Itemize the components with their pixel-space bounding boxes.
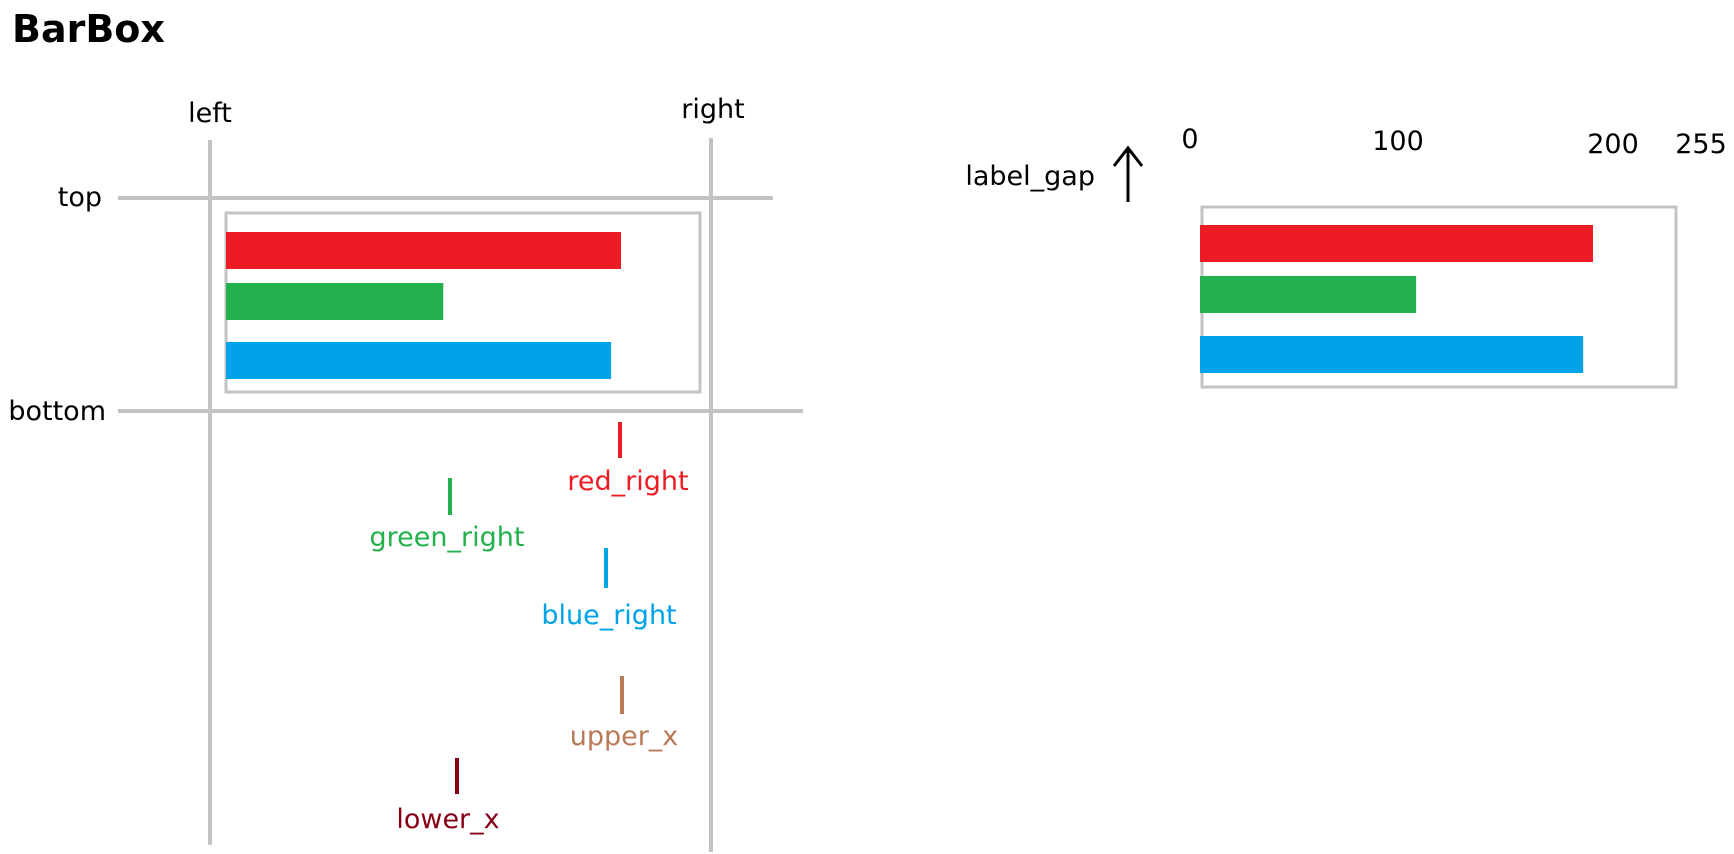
bar-green-right xyxy=(1200,276,1417,313)
marker-lower-x: lower_x xyxy=(396,758,500,835)
left-diagram: left right top bottom red_right green_ri… xyxy=(8,94,803,852)
bar-blue-right xyxy=(1200,336,1584,373)
marker-upper-x-label: upper_x xyxy=(570,721,679,752)
marker-green-right: green_right xyxy=(370,478,525,553)
marker-upper-x: upper_x xyxy=(570,676,679,752)
bar-red-right xyxy=(1200,225,1593,262)
marker-blue-right-label: blue_right xyxy=(541,600,676,631)
marker-green-right-label: green_right xyxy=(370,522,525,553)
marker-lower-x-label: lower_x xyxy=(396,804,499,835)
label-gap-label: label_gap xyxy=(965,161,1095,192)
scale-tick-200: 200 xyxy=(1587,129,1639,160)
edge-label-bottom: bottom xyxy=(8,396,106,427)
up-arrow-head xyxy=(1112,145,1144,167)
edge-label-left: left xyxy=(188,98,232,129)
scale-tick-0: 0 xyxy=(1181,124,1198,155)
marker-blue-right: blue_right xyxy=(541,548,677,631)
bar-red xyxy=(226,232,621,269)
bar-blue xyxy=(226,342,612,379)
marker-red-right: red_right xyxy=(567,422,689,497)
marker-red-right-label: red_right xyxy=(567,466,688,497)
scale-tick-255: 255 xyxy=(1675,129,1727,160)
bar-green xyxy=(226,283,444,320)
edge-label-right: right xyxy=(681,94,744,125)
diagram-title: BarBox xyxy=(12,7,165,51)
right-diagram: label_gap 0 100 200 255 xyxy=(965,124,1727,389)
up-arrow-icon xyxy=(1112,145,1144,202)
edge-label-top: top xyxy=(58,182,102,213)
scale-tick-100: 100 xyxy=(1372,126,1424,157)
